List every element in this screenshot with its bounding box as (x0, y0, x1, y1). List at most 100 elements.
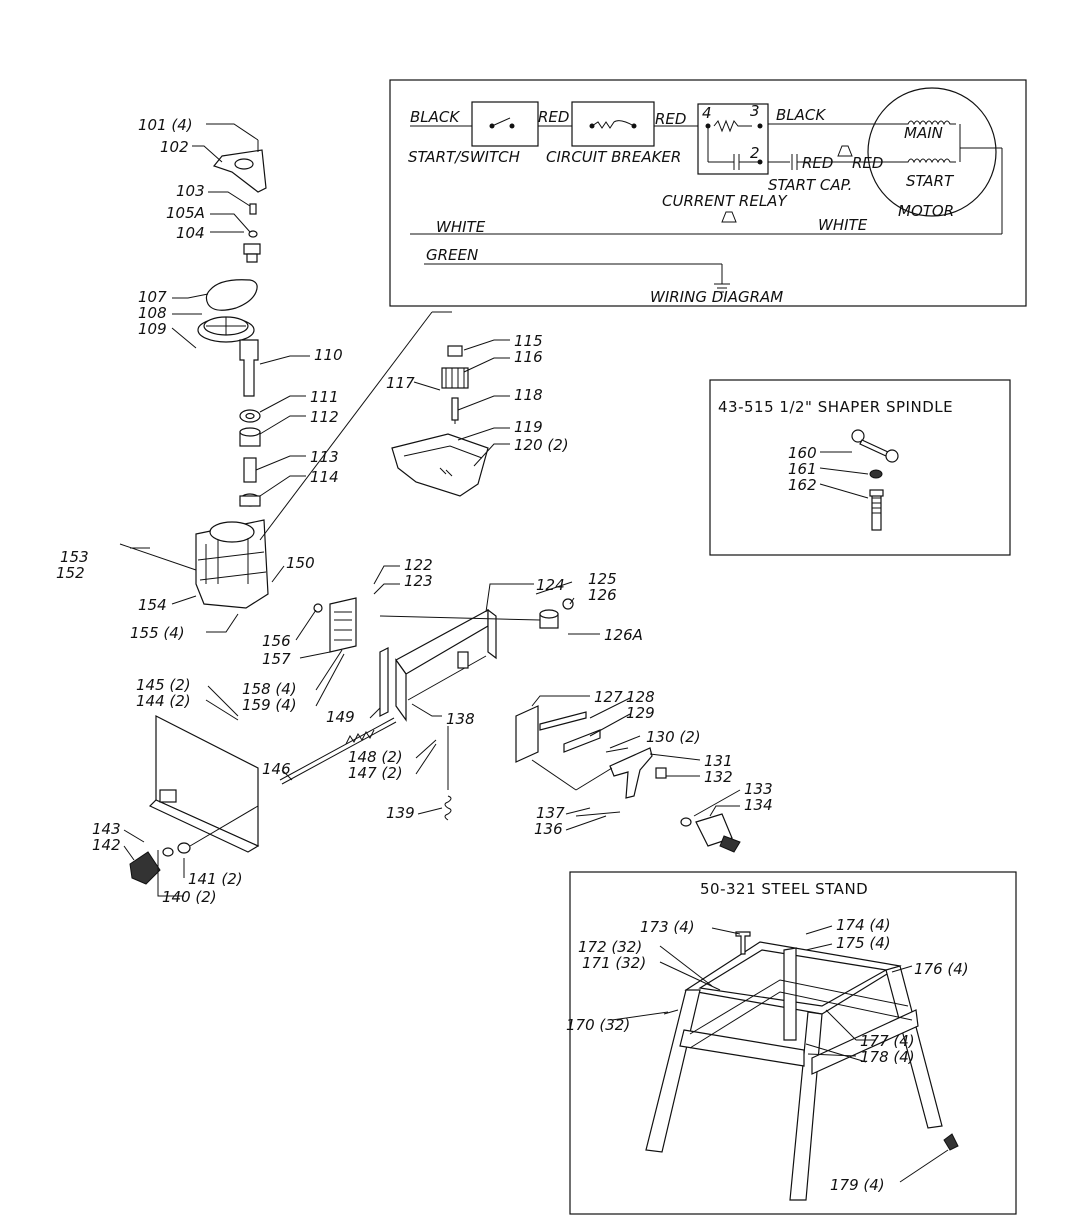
callout-103: 103 (176, 182, 205, 200)
callout-133: 133 (744, 780, 773, 798)
wrench-part (851, 429, 899, 463)
callout-125: 125 (588, 570, 617, 588)
stand-lower-stretcher-right (811, 1009, 919, 1075)
callout-179: 179 (4) (830, 1176, 885, 1194)
callout-153: 153 (60, 548, 89, 566)
stand-kit-frame (569, 871, 1017, 1215)
callout-110: 110 (314, 346, 343, 364)
callout-140: 140 (2) (162, 888, 217, 906)
wire-label-white-left: WHITE (436, 218, 486, 236)
callout-112: 112 (310, 408, 339, 426)
callout-115: 115 (514, 332, 543, 350)
foot-part (943, 1133, 959, 1151)
callout-141: 141 (2) (188, 870, 243, 888)
spindle-kit-title: 43-515 1/2" SHAPER SPINDLE (718, 398, 953, 416)
callout-129: 129 (626, 704, 655, 722)
callout-127: 127 (594, 688, 623, 706)
callout-137: 137 (536, 804, 565, 822)
stand-lower-stretcher-front (679, 1029, 805, 1067)
wiring-diagram-title: WIRING DIAGRAM (650, 288, 783, 306)
callout-114: 114 (310, 468, 339, 486)
slider-part (515, 705, 539, 763)
steel-stand-kit: 50-321 STEEL STAND 173 (4) 174 (4) 175 (566, 871, 1017, 1215)
callout-150: 150 (286, 554, 315, 572)
callout-123: 123 (404, 572, 433, 590)
callout-102: 102 (160, 138, 189, 156)
spindle-part (869, 489, 884, 531)
spindle-shaft-part (239, 339, 259, 397)
wiring-diagram: BLACK RED RED 4 3 2 BLACK MAIN START/SWI… (389, 79, 1027, 307)
wire-label-red-4: RED (852, 154, 883, 172)
callout-176: 176 (4) (914, 960, 969, 978)
callout-175: 175 (4) (836, 934, 891, 952)
callout-116: 116 (514, 348, 543, 366)
assembly-line (259, 311, 433, 541)
callout-158: 158 (4) (242, 680, 297, 698)
mounting-bracket-part (395, 608, 489, 675)
callout-162: 162 (788, 476, 817, 494)
wiring-diagram-frame (389, 79, 1027, 307)
callout-161: 161 (788, 460, 817, 478)
circuit-breaker-symbol (571, 101, 655, 147)
callout-132: 132 (704, 768, 733, 786)
lever-part (609, 747, 653, 799)
callout-109: 109 (138, 320, 167, 338)
callout-111: 111 (310, 388, 339, 406)
belt-part (205, 279, 258, 311)
callout-117: 117 (386, 374, 415, 392)
callout-147: 147 (2) (348, 764, 403, 782)
relay-terminal-2: 2 (750, 144, 760, 162)
callout-126: 126 (588, 586, 617, 604)
wire-label-black-out: BLACK (776, 106, 826, 124)
callout-156: 156 (262, 632, 291, 650)
wire-label-red-2: RED (655, 110, 686, 128)
callout-172: 172 (32) (578, 938, 642, 956)
callout-143: 143 (92, 820, 121, 838)
adjust-knob-part (129, 851, 161, 885)
callout-149: 149 (326, 708, 355, 726)
relay-terminal-4: 4 (702, 104, 712, 122)
circuit-breaker-label: CIRCUIT BREAKER (546, 148, 681, 166)
stand-leg-back-right (885, 965, 943, 1129)
current-relay-label: CURRENT RELAY (662, 192, 788, 210)
callout-155: 155 (4) (130, 624, 185, 642)
spindle-kit-frame (709, 379, 1011, 556)
callout-122: 122 (404, 556, 433, 574)
callout-136: 136 (534, 820, 563, 838)
callout-157: 157 (262, 650, 291, 668)
callout-144: 144 (2) (136, 692, 191, 710)
callout-113: 113 (310, 448, 339, 466)
wire-label-white-right: WHITE (818, 216, 868, 234)
motor-label: MOTOR (898, 202, 954, 220)
switch-plate-part (329, 597, 357, 653)
callout-138: 138 (446, 710, 475, 728)
callout-118: 118 (514, 386, 543, 404)
callout-142: 142 (92, 836, 121, 854)
callout-146: 146 (262, 760, 291, 778)
callout-173: 173 (4) (640, 918, 695, 936)
callout-105a: 105A (166, 204, 205, 222)
start-switch-symbol (471, 101, 539, 147)
callout-134: 134 (744, 796, 773, 814)
shaper-spindle-kit: 43-515 1/2" SHAPER SPINDLE 160 161 162 (709, 379, 1011, 556)
callout-107: 107 (138, 288, 167, 306)
callout-labels: 101 (4) 102 103 105A 104 107 108 109 110… (56, 116, 773, 906)
callout-120: 120 (2) (514, 436, 569, 454)
callout-104: 104 (176, 224, 205, 242)
callout-119: 119 (514, 418, 543, 436)
callout-124: 124 (536, 576, 565, 594)
callout-174: 174 (4) (836, 916, 891, 934)
relay-terminal-3: 3 (750, 102, 760, 120)
callout-128: 128 (626, 688, 655, 706)
callout-108: 108 (138, 304, 167, 322)
callout-139: 139 (386, 804, 415, 822)
stand-kit-title: 50-321 STEEL STAND (700, 880, 868, 898)
main-winding-label: MAIN (904, 124, 943, 142)
start-cap-label: START CAP. (768, 176, 852, 194)
callout-160: 160 (788, 444, 817, 462)
start-switch-label: START/SWITCH (408, 148, 520, 166)
belt-guard-part (391, 433, 489, 497)
spindle-guard-part (212, 149, 267, 193)
side-panel-part (379, 647, 389, 717)
callout-101: 101 (4) (138, 116, 193, 134)
